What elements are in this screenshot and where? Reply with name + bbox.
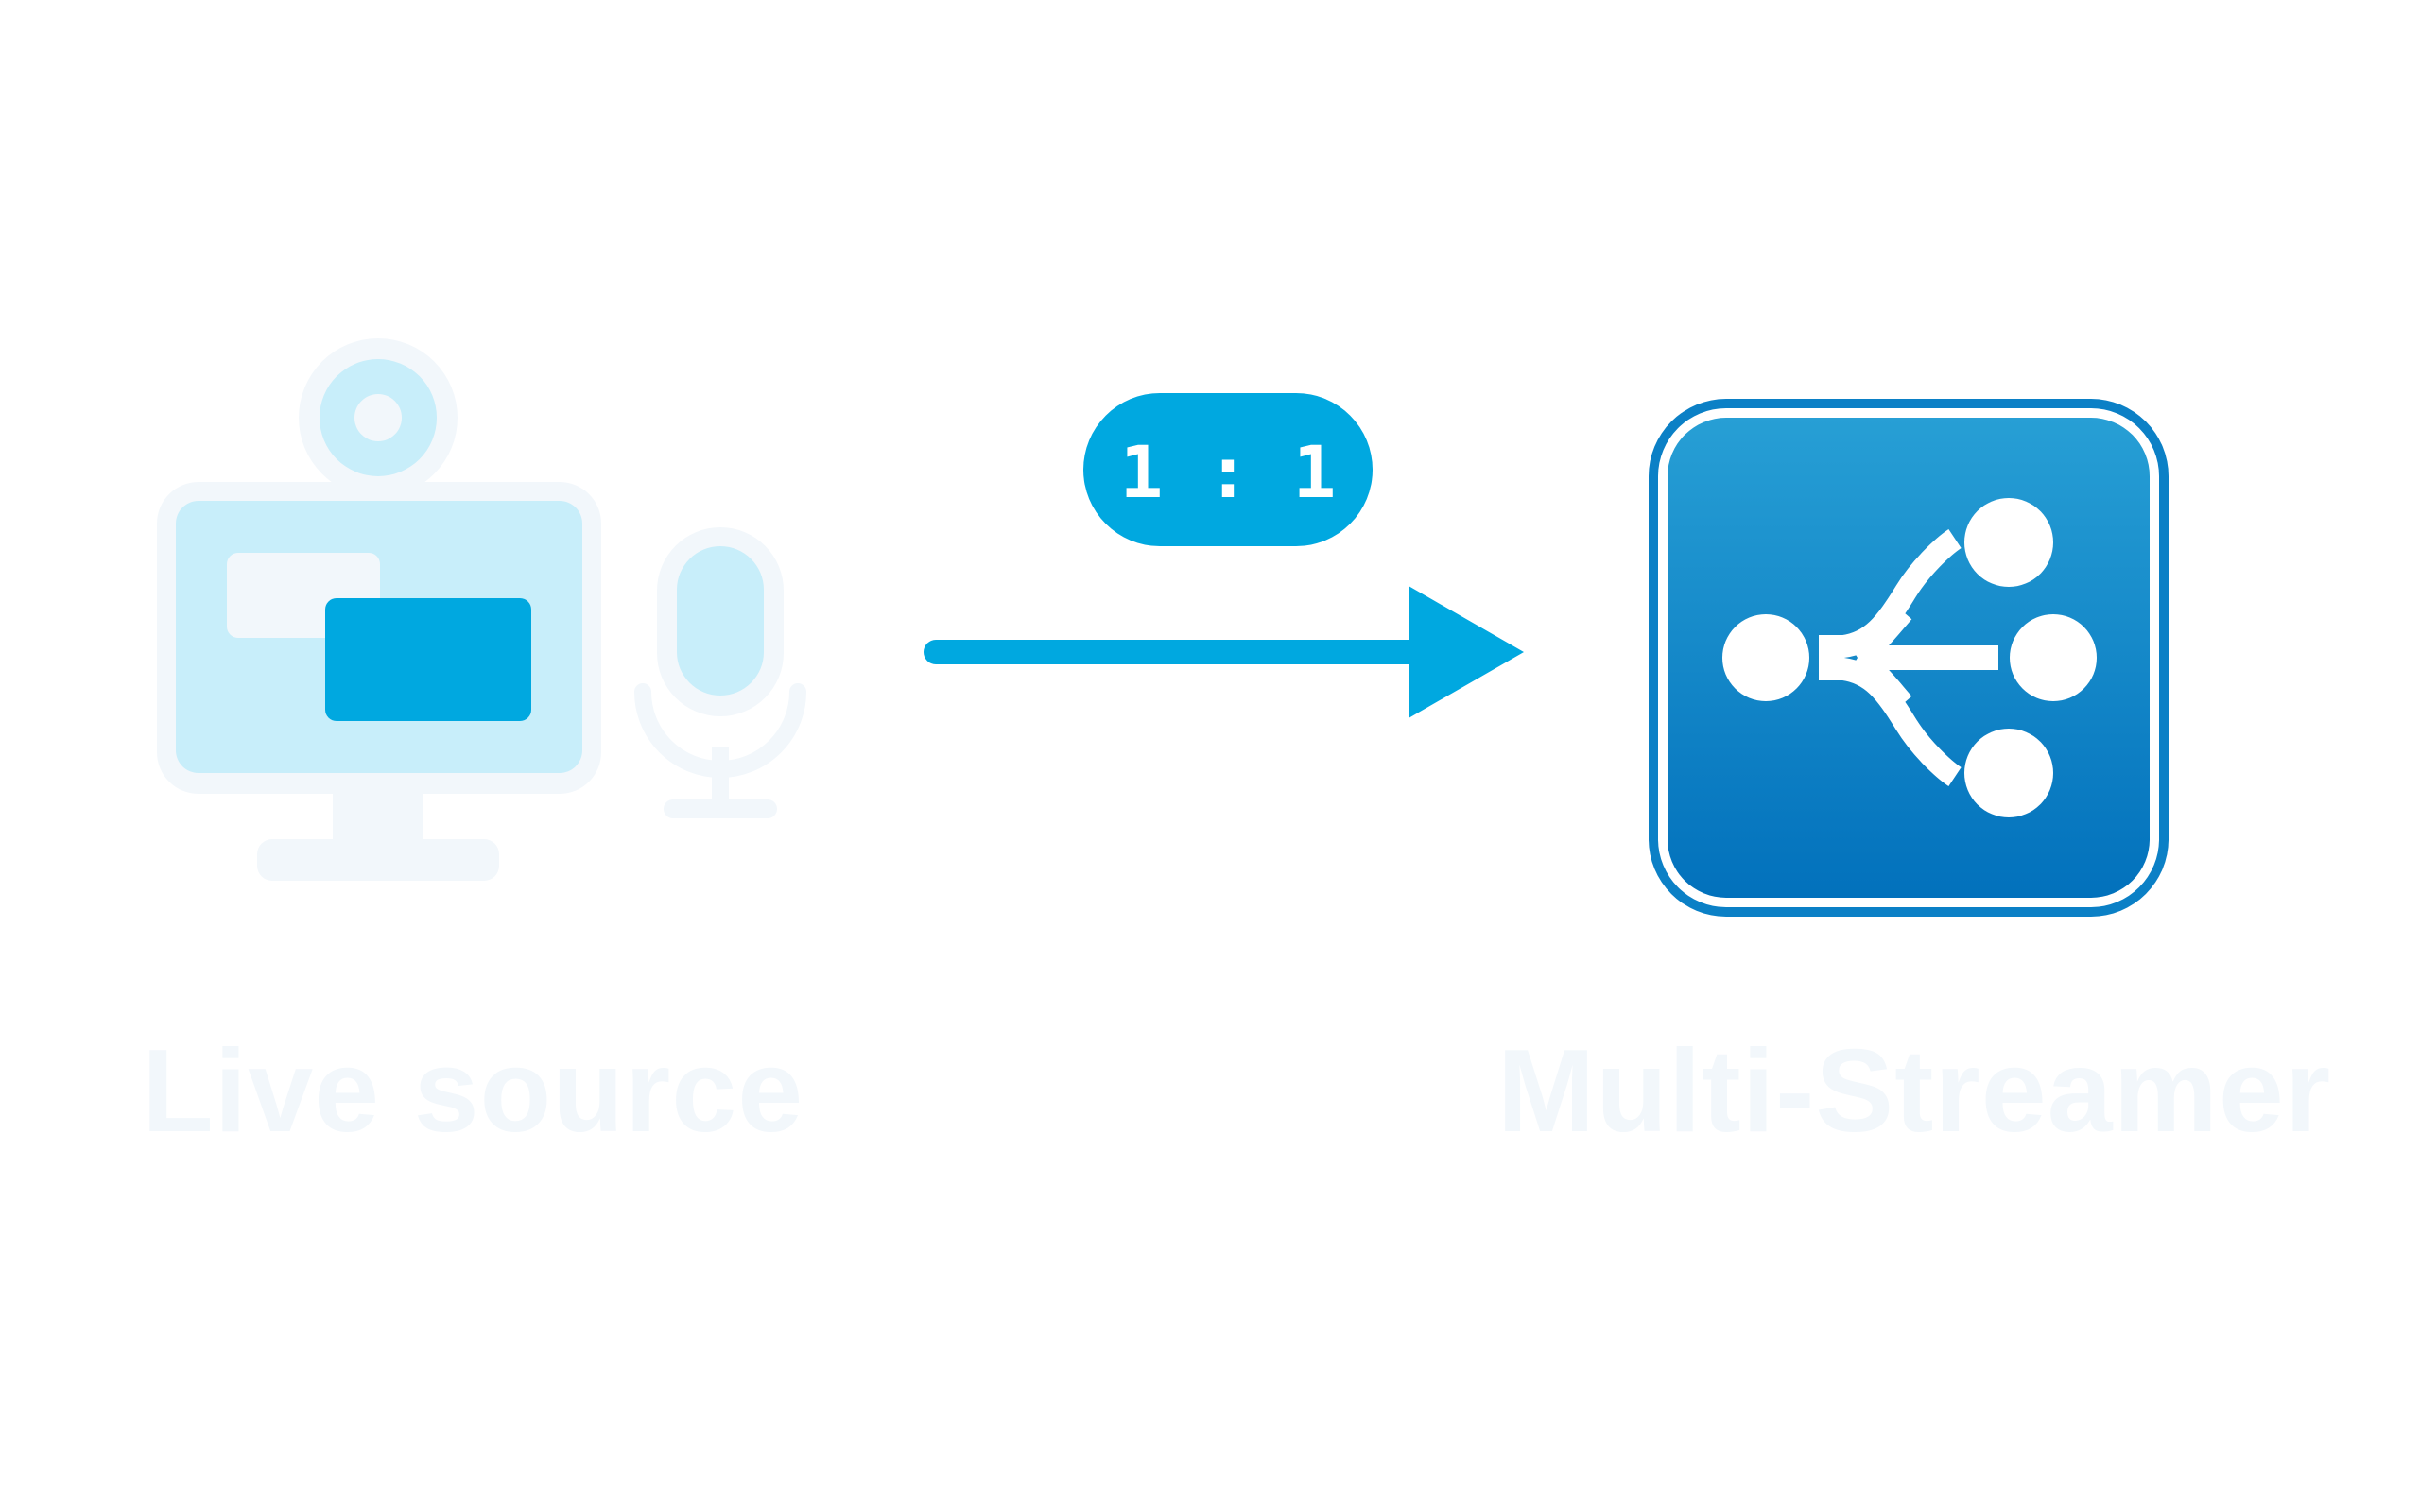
ratio-label: 1 : 1 [1120, 430, 1337, 514]
source-label: Live source [142, 1026, 804, 1157]
ratio-badge: 1 : 1 [1083, 393, 1373, 546]
multi-streamer-tile [1649, 399, 2169, 917]
window-front-icon [325, 598, 531, 721]
target-label: Multi-Streamer [1496, 1026, 2332, 1157]
microphone-icon [634, 527, 806, 818]
monitor-icon [157, 482, 601, 881]
connection-arrow [924, 586, 1524, 718]
split-streams-icon [1722, 498, 2097, 817]
webcam-icon [299, 338, 458, 497]
source-illustration [157, 338, 806, 881]
